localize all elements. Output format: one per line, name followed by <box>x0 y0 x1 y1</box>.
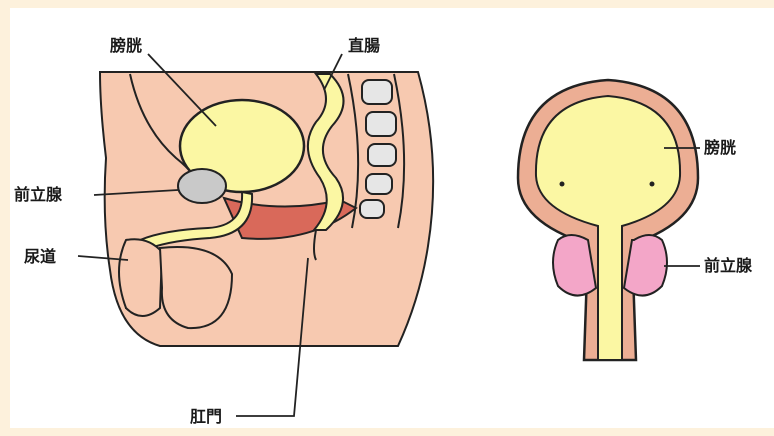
scrotum <box>160 247 232 328</box>
label-side-prostate: 前立腺 <box>14 186 62 204</box>
ureter-opening-right <box>650 182 655 187</box>
external-genitalia <box>119 239 162 316</box>
label-side-bladder: 膀胱 <box>110 37 142 55</box>
label-front-prostate: 前立腺 <box>704 257 752 275</box>
diagram-panel: 膀胱 直腸 前立腺 尿道 肛門 膀胱 前立腺 <box>10 8 774 428</box>
label-side-urethra: 尿道 <box>24 248 56 266</box>
label-side-anus: 肛門 <box>190 408 222 426</box>
front-prostate-right <box>624 235 667 296</box>
label-side-rectum: 直腸 <box>348 37 380 55</box>
anatomy-illustration <box>10 8 774 428</box>
label-front-bladder: 膀胱 <box>704 139 736 157</box>
front-view-diagram <box>518 80 700 360</box>
side-view-diagram <box>78 54 433 416</box>
ureter-opening-left <box>560 182 565 187</box>
side-prostate-shape <box>178 169 226 203</box>
front-prostate-left <box>553 235 596 296</box>
